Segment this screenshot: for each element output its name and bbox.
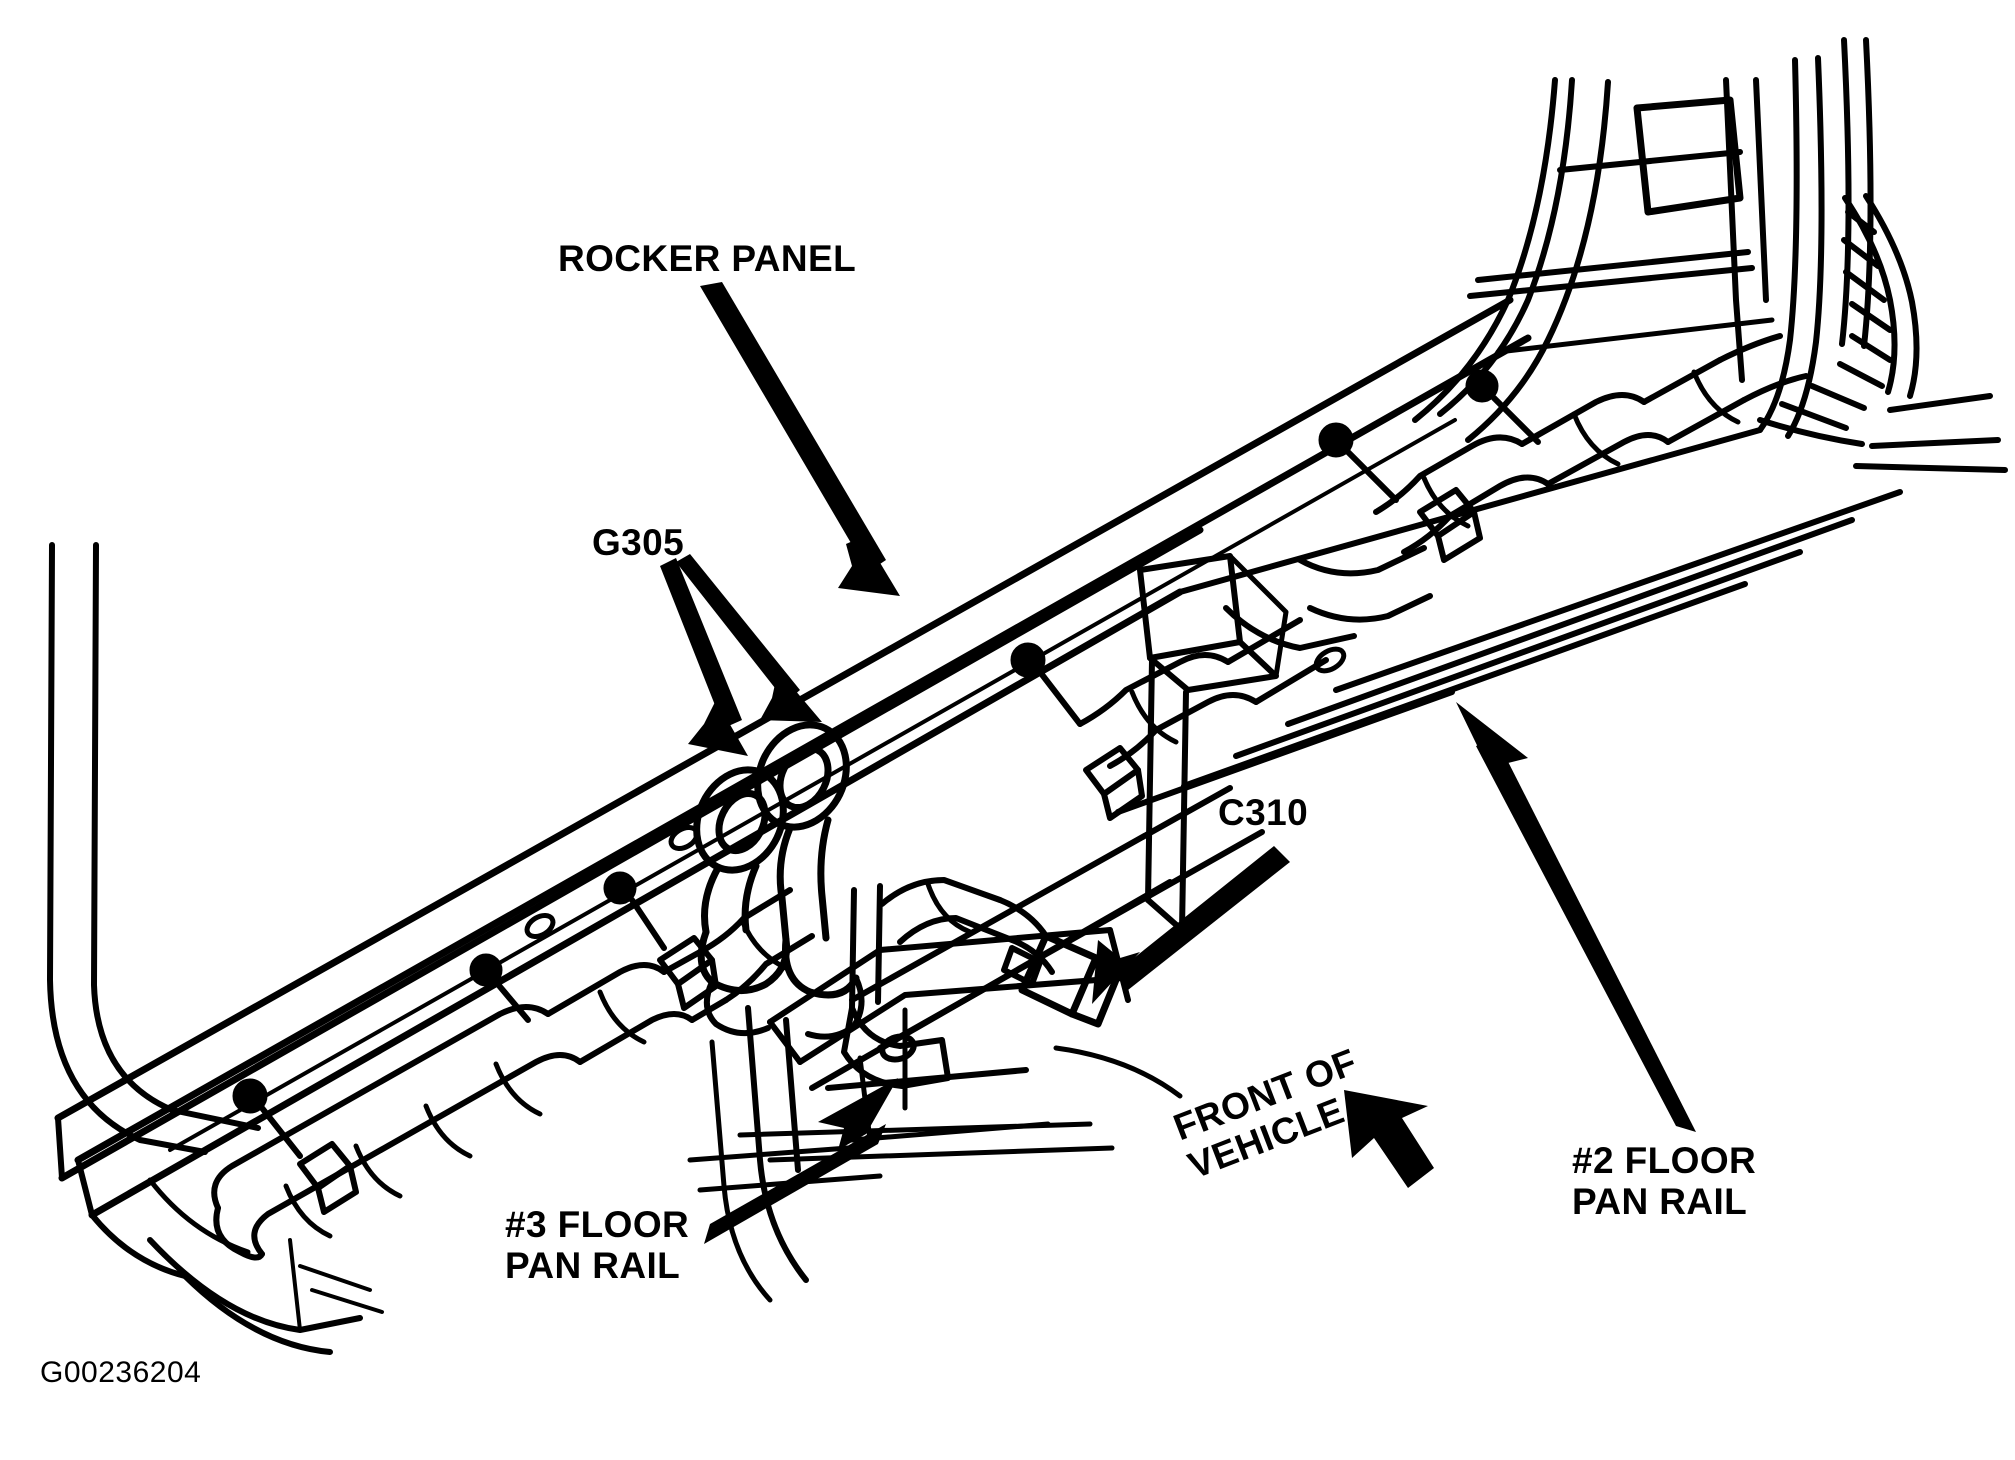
- g305-arrow-right: [676, 554, 822, 722]
- ring-terminal-upper: [754, 721, 860, 999]
- center-bracket: [1137, 553, 1289, 693]
- floor-pan-rail-2-line-1: #2 FLOOR: [1572, 1140, 1757, 1181]
- floor-pan-rail-3-arrow: [704, 1078, 898, 1244]
- g305-label: G305: [592, 522, 685, 563]
- c310-label: C310: [1218, 792, 1309, 833]
- harness-clip: [297, 487, 1483, 1215]
- floor-pan-rail-2-label: #2 FLOOR PAN RAIL: [1572, 1140, 1756, 1223]
- connector-secondary-lock: [1001, 945, 1043, 987]
- floor-pan-rail-2-line-2: PAN RAIL: [1572, 1181, 1748, 1223]
- floor-pan: [1115, 427, 1903, 815]
- floor-pan-rail-3-line-1: #3 FLOOR: [505, 1204, 690, 1245]
- right-floor-extension: [1853, 393, 2008, 473]
- pillar-window-cutout: [1633, 96, 1744, 216]
- harness-branch-split: [1223, 545, 1433, 651]
- seat-riser: [737, 927, 1131, 1163]
- rocker-lower-skirt: [147, 1237, 384, 1355]
- stud-pin: [232, 369, 1541, 1159]
- rocker-panel-arrow: [700, 282, 900, 596]
- seam-hatching: [1757, 193, 1920, 447]
- c310-arrow: [1092, 846, 1290, 1004]
- floor-pan-rail-3-line-2: PAN RAIL: [505, 1245, 681, 1287]
- g305-arrow-left: [660, 558, 748, 756]
- rocker-inner-flange: [709, 1005, 809, 1303]
- figure-id-code: G00236204: [40, 1356, 202, 1389]
- upper-body-seams: [1467, 149, 1775, 355]
- ring-terminal-lower: [693, 766, 791, 994]
- harness-upper-branch: [1373, 333, 1809, 555]
- floor-pan-rail-2-arrow: [1456, 702, 1696, 1132]
- floor-pan-rail-3-label: #3 FLOOR PAN RAIL: [505, 1204, 689, 1287]
- rocker-panel-label: ROCKER PANEL: [558, 238, 857, 279]
- front-of-vehicle-arrow: [1344, 1090, 1434, 1188]
- harness-mid-run: [1077, 617, 1329, 769]
